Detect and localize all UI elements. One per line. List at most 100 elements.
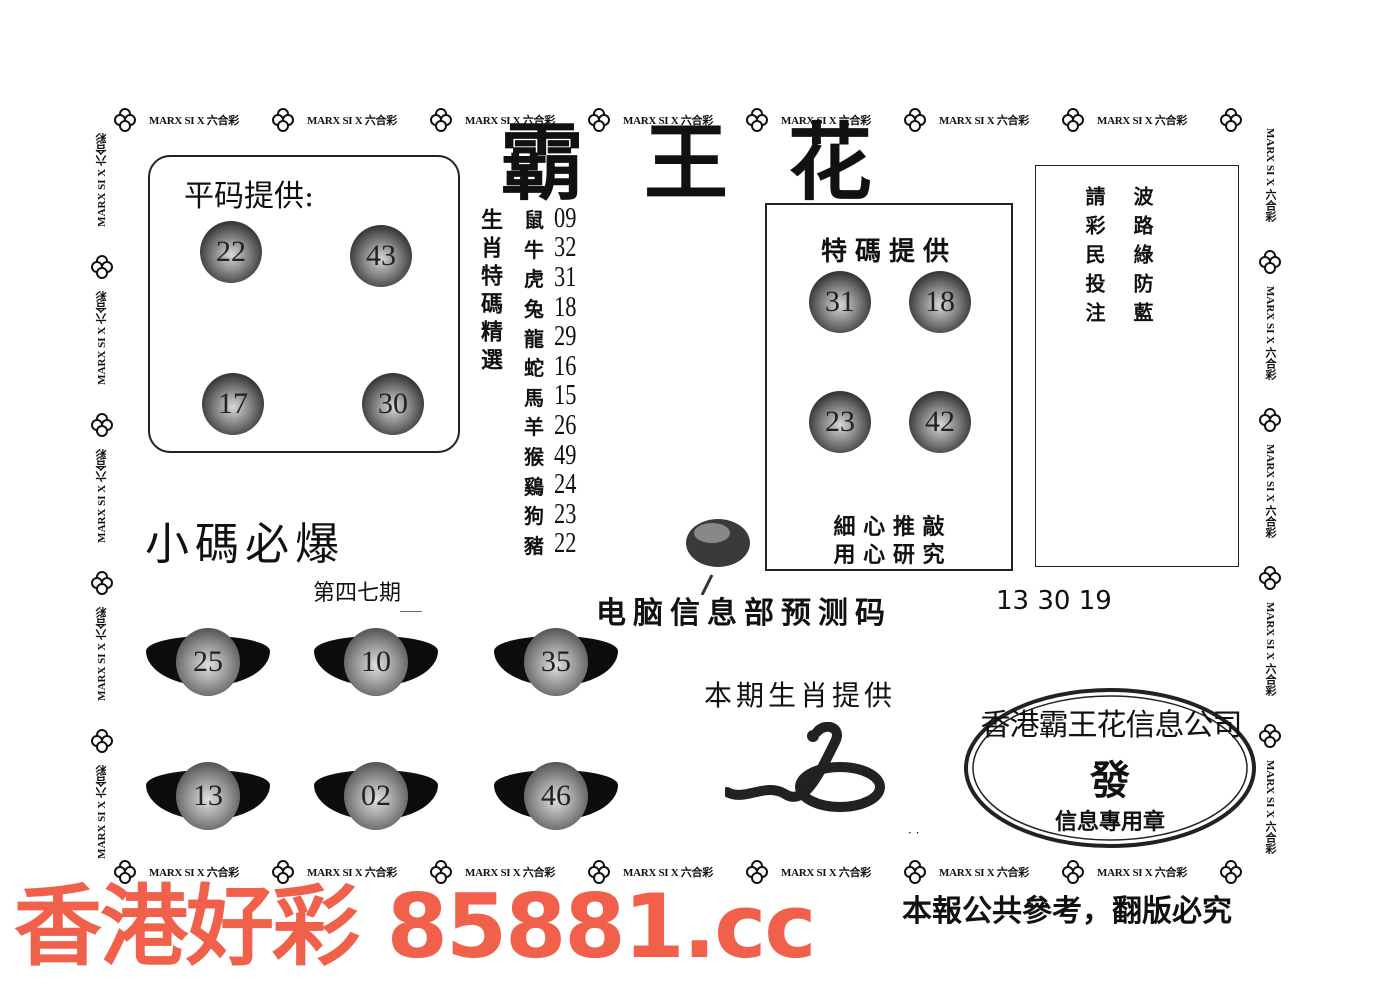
number-ball: 18 <box>909 271 971 333</box>
border-unit: MARX SI X 六合彩 <box>588 108 747 132</box>
flower-icon <box>1259 408 1281 432</box>
border-unit: MARX SI X 六合彩 <box>1062 860 1221 884</box>
flower-icon <box>1259 566 1281 590</box>
flower-icon <box>272 108 294 132</box>
flower-icon <box>1220 108 1242 132</box>
border-top: MARX SI X 六合彩 MARX SI X 六合彩 MARX SI X 六合… <box>114 108 1251 132</box>
border-unit: MARX SI X 六合彩 <box>430 860 589 884</box>
border-unit: MARX SI X 六合彩 <box>430 108 589 132</box>
ingot-ball: 35 <box>494 628 618 696</box>
ingot-ball: 10 <box>314 628 438 696</box>
number-ball: 43 <box>350 225 412 287</box>
seal-bottom-text: 信息專用章 <box>1054 809 1165 835</box>
flower-icon <box>1259 250 1281 274</box>
wave-col-2: 波路綠防藍 <box>1130 186 1154 331</box>
flower-icon <box>430 860 452 884</box>
flower-icon <box>430 108 452 132</box>
snake-icon <box>722 721 885 812</box>
special-numbers-box: 特碼提供 31 18 23 42 細 心 推 敲 用 心 研 究 <box>765 203 1013 571</box>
flower-icon <box>904 108 926 132</box>
border-unit: MARX SI X 六合彩 <box>91 125 113 283</box>
border-left: MARX SI X 六合彩 MARX SI X 六合彩 MARX SI X 六合… <box>91 125 113 915</box>
border-unit: MARX SI X 六合彩 <box>272 108 431 132</box>
computer-prediction-label: 电脑信息部预测码 <box>596 596 892 631</box>
small-numbers-heading: 小碼必爆 <box>145 519 345 570</box>
wave-color-box: 請彩民投注 波路綠防藍 <box>1035 165 1239 567</box>
special-footer-line1: 細 心 推 敲 <box>833 514 945 540</box>
border-unit: MARX SI X 六合彩 <box>114 108 273 132</box>
zodiac-picks-label: 生肖特碼精選 <box>477 208 503 376</box>
number-ball: 22 <box>200 221 262 283</box>
number-ball: 30 <box>362 373 424 435</box>
company-seal: 香港霸王花信息公司 發 信息專用章 <box>962 686 1258 850</box>
number-ball: 17 <box>202 373 264 435</box>
regular-numbers-box: 平码提供: 22 43 17 30 <box>148 155 460 453</box>
wave-col-1: 請彩民投注 <box>1082 186 1106 331</box>
seal-ring-text: 香港霸王花信息公司 <box>980 708 1243 743</box>
border-unit: MARX SI X 六合彩 <box>746 860 905 884</box>
flower-icon <box>746 108 768 132</box>
border-unit: MARX SI X 六合彩 <box>91 441 113 599</box>
flower-icon <box>91 571 113 595</box>
border-bottom: MARX SI X 六合彩 MARX SI X 六合彩 MARX SI X 六合… <box>114 860 1251 884</box>
flower-icon <box>91 255 113 279</box>
border-unit: MARX SI X 六合彩 <box>91 283 113 441</box>
flower-illustration-icon <box>682 505 752 596</box>
border-right: MARX SI X 六合彩 MARX SI X 六合彩 MARX SI X 六合… <box>1259 120 1281 910</box>
computer-prediction-numbers: 13 30 19 <box>996 586 1112 616</box>
flower-icon <box>114 860 136 884</box>
flower-icon <box>114 108 136 132</box>
border-unit <box>1220 108 1251 132</box>
ingot-ball: 46 <box>494 762 618 830</box>
border-unit: MARX SI X 六合彩 <box>272 860 431 884</box>
border-unit: MARX SI X 六合彩 <box>1259 278 1281 436</box>
zodiac-of-issue-heading: 本期生肖提供 <box>704 679 897 712</box>
border-unit: MARX SI X 六合彩 <box>91 599 113 757</box>
ingot-ball: 02 <box>314 762 438 830</box>
border-unit: MARX SI X 六合彩 <box>1259 120 1281 278</box>
flower-icon <box>904 860 926 884</box>
flower-icon <box>746 860 768 884</box>
special-footer-line2: 用 心 研 究 <box>833 542 945 568</box>
disclaimer: 本報公共參考，翻版必究 <box>902 894 1232 929</box>
border-unit: MARX SI X 六合彩 <box>1259 436 1281 594</box>
issue-number: 第四七期 <box>313 581 402 606</box>
flower-icon <box>1062 108 1084 132</box>
underline-mark <box>400 611 422 612</box>
number-ball: 31 <box>809 271 871 333</box>
flower-icon <box>1062 860 1084 884</box>
flower-icon <box>91 729 113 753</box>
border-unit: MARX SI X 六合彩 <box>588 860 747 884</box>
flower-icon <box>588 108 610 132</box>
dots-mark: · · <box>908 826 920 840</box>
border-unit: MARX SI X 六合彩 <box>746 108 905 132</box>
border-unit: MARX SI X 六合彩 <box>1259 594 1281 752</box>
flower-icon <box>91 413 113 437</box>
number-ball: 23 <box>809 391 871 453</box>
border-unit <box>1220 860 1251 884</box>
flower-icon <box>272 860 294 884</box>
page-title: 霸王花 <box>500 113 933 212</box>
regular-numbers-heading: 平码提供: <box>184 179 315 214</box>
flower-icon <box>1220 860 1242 884</box>
ingot-ball: 13 <box>146 762 270 830</box>
flower-icon <box>1259 724 1281 748</box>
border-unit: MARX SI X 六合彩 <box>904 860 1063 884</box>
border-unit: MARX SI X 六合彩 <box>904 108 1063 132</box>
flower-icon <box>588 860 610 884</box>
watermark: 香港好彩 85881.cc <box>14 875 817 978</box>
special-numbers-heading: 特碼提供 <box>820 237 957 267</box>
border-unit: MARX SI X 六合彩 <box>1264 760 1276 854</box>
number-ball: 42 <box>909 391 971 453</box>
